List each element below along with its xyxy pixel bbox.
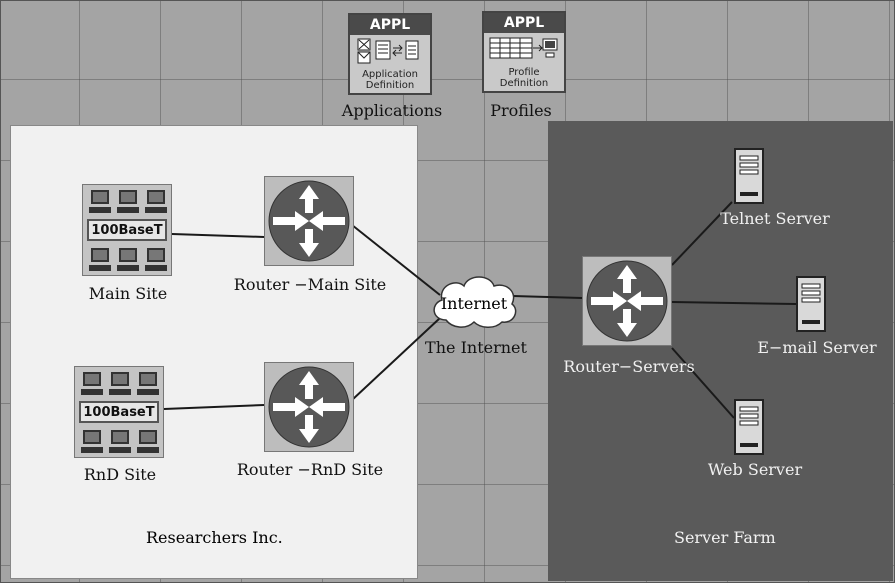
router-servers-label: Router−Servers [563,357,695,376]
internet-cloud-text: Internet [440,294,508,313]
workstation-icon [137,430,159,453]
router-icon [268,366,350,448]
internet-cloud[interactable]: Internet [428,268,520,334]
link-router-rnd-internet[interactable] [351,317,441,401]
router-main-site[interactable] [264,176,354,266]
applications-label: Applications [341,101,443,120]
workstation-icon [109,372,131,395]
appl-badge: APPL [350,15,430,35]
main-site-label: Main Site [88,284,168,303]
workstation-icon [81,430,103,453]
link-router-servers-web[interactable] [671,347,735,419]
application-definition-caption-line2: Definition [365,80,415,91]
workstation-icon [117,190,139,213]
rnd-site-lan[interactable]: 100BaseT [74,366,164,458]
workstation-icon [117,248,139,271]
application-definition-icon [357,38,419,64]
link-router-main-internet[interactable] [351,224,441,296]
workstation-icon [145,248,167,271]
router-rnd-site[interactable] [264,362,354,452]
router-rnd-site-label: Router −RnD Site [236,460,384,479]
workstation-icon [89,190,111,213]
email-server-label: E−mail Server [757,338,877,357]
researchers-subnet-label: Researchers Inc. [146,528,283,547]
router-icon [268,180,350,262]
lan-type-badge: 100BaseT [87,219,167,241]
profile-definition-caption-line2: Definition [499,78,549,89]
server-icon [739,155,759,196]
workstation-icon [109,430,131,453]
web-server[interactable] [734,399,764,455]
rnd-site-label: RnD Site [83,465,157,484]
link-router-servers-telnet[interactable] [671,201,733,266]
telnet-server[interactable] [734,148,764,204]
link-rnd-site-router[interactable] [163,404,265,410]
router-servers[interactable] [582,256,672,346]
server-farm-subnet[interactable]: Server Farm [548,121,893,581]
profile-definition-object[interactable]: APPL Profile Definition [482,11,566,93]
appl-badge: APPL [484,13,564,33]
server-farm-subnet-label: Server Farm [674,528,776,547]
link-main-site-router[interactable] [171,233,265,238]
router-main-site-label: Router −Main Site [233,275,387,294]
router-icon [586,260,668,342]
workstation-icon [137,372,159,395]
server-icon [739,406,759,447]
cloud-icon [433,276,517,328]
telnet-server-label: Telnet Server [720,209,830,228]
email-server[interactable] [796,276,826,332]
lan-type-badge: 100BaseT [79,401,159,423]
link-router-servers-email[interactable] [671,301,797,305]
link-internet-router-servers[interactable] [512,295,583,299]
web-server-label: Web Server [707,460,803,479]
profile-definition-caption-line1: Profile [508,67,540,78]
workstation-icon [89,248,111,271]
workstation-icon [81,372,103,395]
application-definition-object[interactable]: APPL Application Definition [348,13,432,95]
main-site-lan[interactable]: 100BaseT [82,184,172,276]
profile-definition-icon [489,37,558,59]
workstation-icon [145,190,167,213]
application-definition-caption-line1: Application [362,69,418,80]
internet-label: The Internet [425,338,527,357]
profiles-label: Profiles [490,101,552,120]
server-icon [801,283,821,324]
